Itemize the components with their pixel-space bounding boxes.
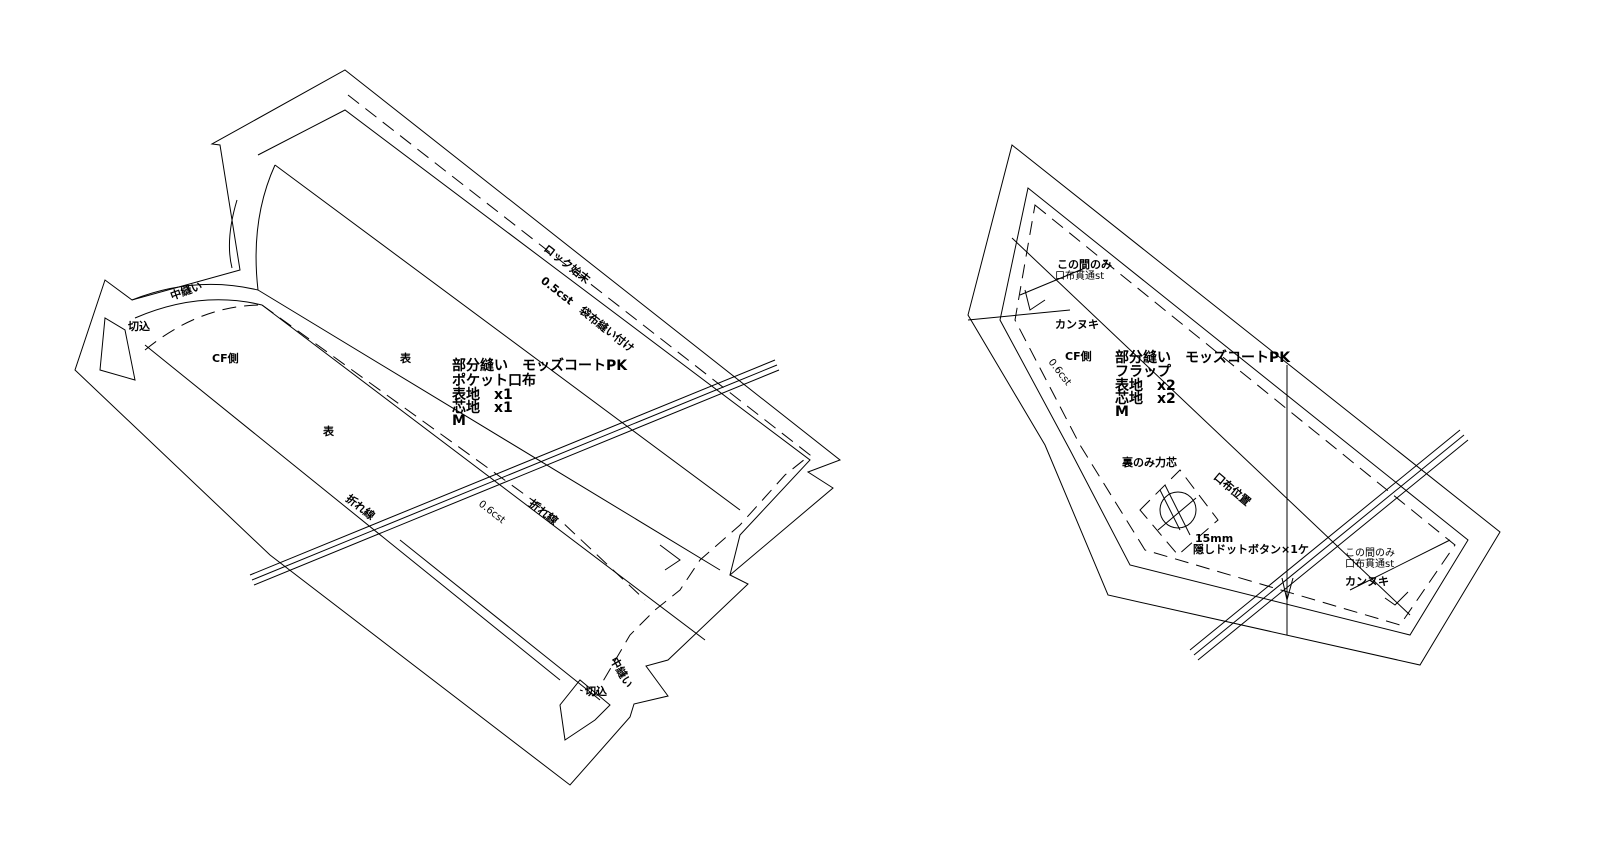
left-label-fold-right: 折れ線 (526, 496, 561, 527)
svg-text:M: M (1115, 404, 1129, 420)
right-hline-top (967, 309, 1071, 321)
left-pattern-piece (74, 69, 842, 786)
right-seam-dash (1014, 204, 1456, 626)
left-arc-lower (228, 199, 238, 269)
svg-text:M: M (452, 413, 466, 429)
right-button-cross-1 (1159, 489, 1181, 531)
svg-text:フラップ: フラップ (1115, 364, 1172, 380)
right-label-placket-position: 口布位置 (1211, 470, 1254, 509)
right-cut-outline (967, 144, 1501, 666)
left-label-front-inner: 表 (399, 351, 412, 365)
left-fold-line-bottom (144, 344, 561, 681)
left-inner-box-top-right (559, 679, 611, 741)
left-seam-dash-bottom (261, 304, 646, 601)
left-fold-line-top (274, 164, 741, 511)
left-inner-box-bottom (99, 317, 136, 381)
left-label-cf-side: CF側 (212, 351, 239, 365)
left-seam-dash-arc (144, 304, 263, 351)
svg-text:部分縫い モッズコートPK: 部分縫い モッズコートPK (452, 357, 628, 374)
right-pattern-piece (967, 144, 1501, 666)
right-label-back-only: 裏のみ力芯 (1121, 455, 1177, 469)
right-arrow-down (1281, 577, 1294, 601)
left-label-seam-allow: 0.6cst (476, 499, 507, 527)
right-label-only-here-top-1: この間のみ (1057, 258, 1112, 271)
svg-text:部分縫い モッズコートPK: 部分縫い モッズコートPK (1115, 349, 1291, 366)
right-label-kannuki-bottom: カンヌキ (1345, 575, 1389, 588)
right-arrow-bottom (1384, 591, 1409, 606)
left-fold-line-low (399, 539, 601, 701)
right-label-only-here-bottom-2: 口布貫通st (1345, 558, 1394, 570)
right-button-cross-2 (1164, 484, 1191, 536)
right-inner-outline (999, 187, 1469, 636)
svg-text:芯地 x1: 芯地 x1 (452, 399, 513, 416)
svg-text:表地 x2: 表地 x2 (1114, 377, 1176, 394)
right-grain-line (1189, 429, 1469, 661)
left-label-fold-left: 折れ線 (343, 491, 378, 522)
left-label-middle-sew-bottom: 中縫い (607, 655, 636, 691)
left-fold-line-mid (257, 289, 721, 571)
svg-text:芯地 x2: 芯地 x2 (1115, 390, 1176, 407)
right-label-button-note: 隠しドットボタン×1ケ (1193, 542, 1309, 556)
right-label-kannuki-top: カンヌキ (1055, 318, 1099, 331)
right-arrow-top (1024, 289, 1046, 311)
right-button-cross-3 (1157, 497, 1197, 531)
left-arc-middle (131, 283, 259, 301)
left-cut-outline (74, 69, 842, 786)
left-label-cut-top: 切込 (128, 319, 150, 333)
right-diagonal-inner (1011, 237, 1411, 616)
svg-text:表地 x1: 表地 x1 (451, 386, 513, 403)
left-arc-bottom (134, 299, 263, 319)
left-inner-cut-line (257, 109, 811, 576)
left-seam-dash (347, 94, 811, 696)
right-info-block: 部分縫い モッズコートPK フラップ 表地 x2 芯地 x2 M (1114, 349, 1291, 420)
svg-text:ポケット口布: ポケット口布 (452, 372, 536, 389)
left-arrow-head (659, 544, 681, 571)
left-label-front-outer: 表 (322, 424, 335, 438)
right-kannuki-line-bottom (1349, 539, 1451, 591)
left-label-middle-sew-top: 中縫い (168, 278, 204, 302)
right-label-cf-side: CF側 (1065, 349, 1092, 363)
left-center-line (261, 304, 706, 641)
left-arc-upper (255, 164, 276, 291)
right-button-area (1139, 469, 1219, 556)
right-label-only-here-top-2: 口布貫通st (1055, 270, 1104, 282)
left-grain-line (249, 359, 780, 586)
left-label-lining-note: 0.5cst 袋布縫い付け (538, 273, 637, 355)
left-label-cut-bottom: 切込 (585, 684, 607, 698)
left-info-block: 部分縫い モッズコートPK ポケット口布 表地 x1 芯地 x1 M (451, 357, 628, 429)
right-label-only-here-bottom-1: この間のみ (1345, 547, 1395, 559)
right-label-button-size: 15mm (1195, 532, 1233, 545)
right-kannuki-line-top (1019, 267, 1086, 296)
right-button-circle (1159, 491, 1197, 529)
